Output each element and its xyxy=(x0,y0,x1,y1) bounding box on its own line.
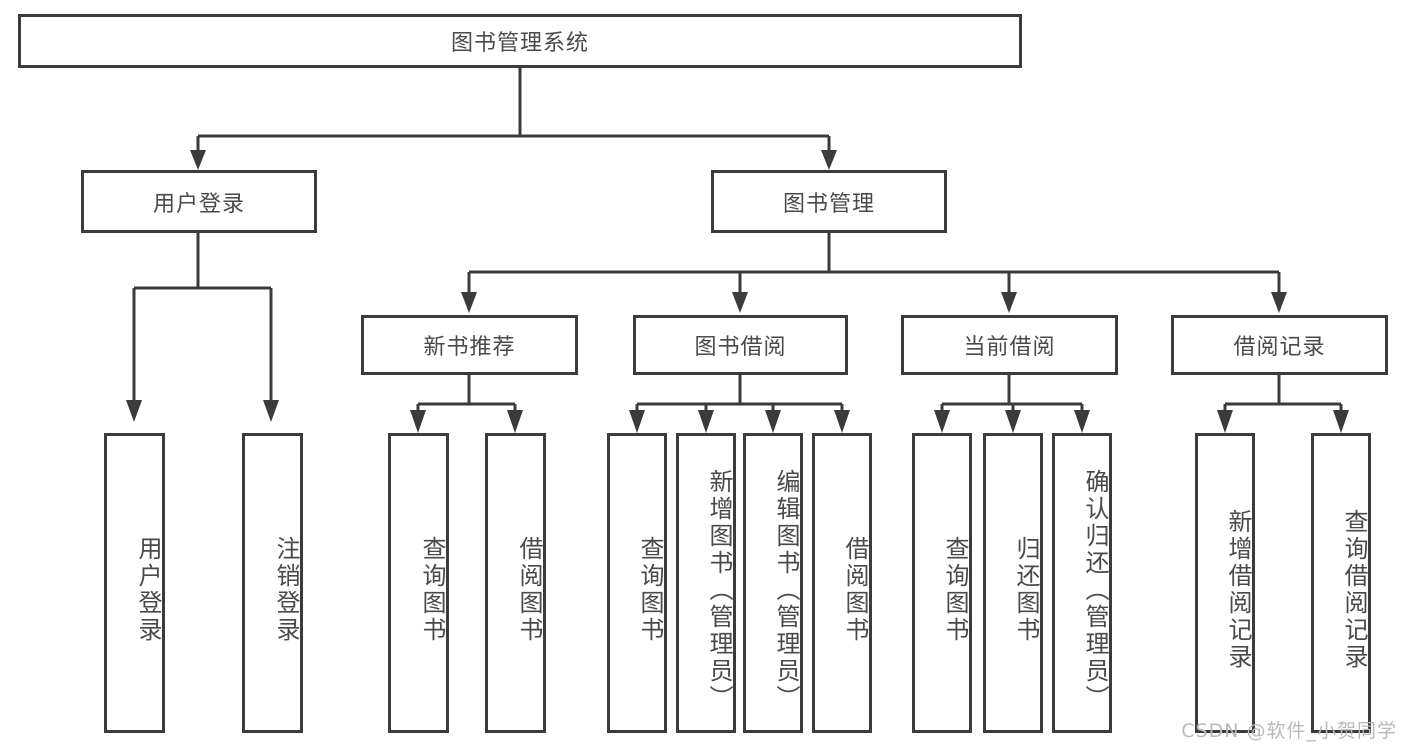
leaf-user-login[interactable]: 用户登录 xyxy=(104,433,165,733)
node-new-book-recommend[interactable]: 新书推荐 xyxy=(361,315,578,375)
node-book-borrow[interactable]: 图书借阅 xyxy=(633,315,848,375)
leaf-edit-book-admin[interactable]: 编辑图书（管理员） xyxy=(743,433,803,733)
node-user-login[interactable]: 用户登录 xyxy=(81,170,317,233)
node-borrow-record[interactable]: 借阅记录 xyxy=(1171,315,1388,375)
leaf-return-book[interactable]: 归还图书 xyxy=(983,433,1043,733)
node-book-management[interactable]: 图书管理 xyxy=(711,170,947,233)
leaf-borrow-book-recommend[interactable]: 借阅图书 xyxy=(485,433,546,733)
leaf-label: 查询图书 xyxy=(941,536,969,644)
leaf-label: 查询图书 xyxy=(418,536,446,644)
leaf-query-book-borrow[interactable]: 查询图书 xyxy=(607,433,667,733)
leaf-borrow-book[interactable]: 借阅图书 xyxy=(812,433,872,733)
leaf-label: 借阅图书 xyxy=(841,536,869,644)
leaf-add-book-admin[interactable]: 新增图书（管理员） xyxy=(676,433,736,733)
leaf-add-borrow-record[interactable]: 新增借阅记录 xyxy=(1195,433,1255,733)
leaf-label: 借阅图书 xyxy=(515,536,543,644)
leaf-confirm-return-admin[interactable]: 确认归还（管理员） xyxy=(1052,433,1112,733)
leaf-logout[interactable]: 注销登录 xyxy=(242,433,303,733)
leaf-label: 新增借阅记录 xyxy=(1224,509,1252,671)
leaf-label: 查询借阅记录 xyxy=(1340,509,1368,671)
node-root-system[interactable]: 图书管理系统 xyxy=(18,14,1022,68)
leaf-label: 确认归还（管理员） xyxy=(1081,468,1109,712)
leaf-query-book-current[interactable]: 查询图书 xyxy=(912,433,972,733)
leaf-label: 归还图书 xyxy=(1012,536,1040,644)
leaf-label: 编辑图书（管理员） xyxy=(772,468,800,712)
leaf-query-borrow-record[interactable]: 查询借阅记录 xyxy=(1311,433,1371,733)
leaf-label: 用户登录 xyxy=(134,536,162,644)
leaf-label: 新增图书（管理员） xyxy=(705,468,733,712)
leaf-query-book-recommend[interactable]: 查询图书 xyxy=(388,433,449,733)
leaf-label: 查询图书 xyxy=(636,536,664,644)
node-current-borrow[interactable]: 当前借阅 xyxy=(901,315,1118,375)
leaf-label: 注销登录 xyxy=(272,536,300,644)
